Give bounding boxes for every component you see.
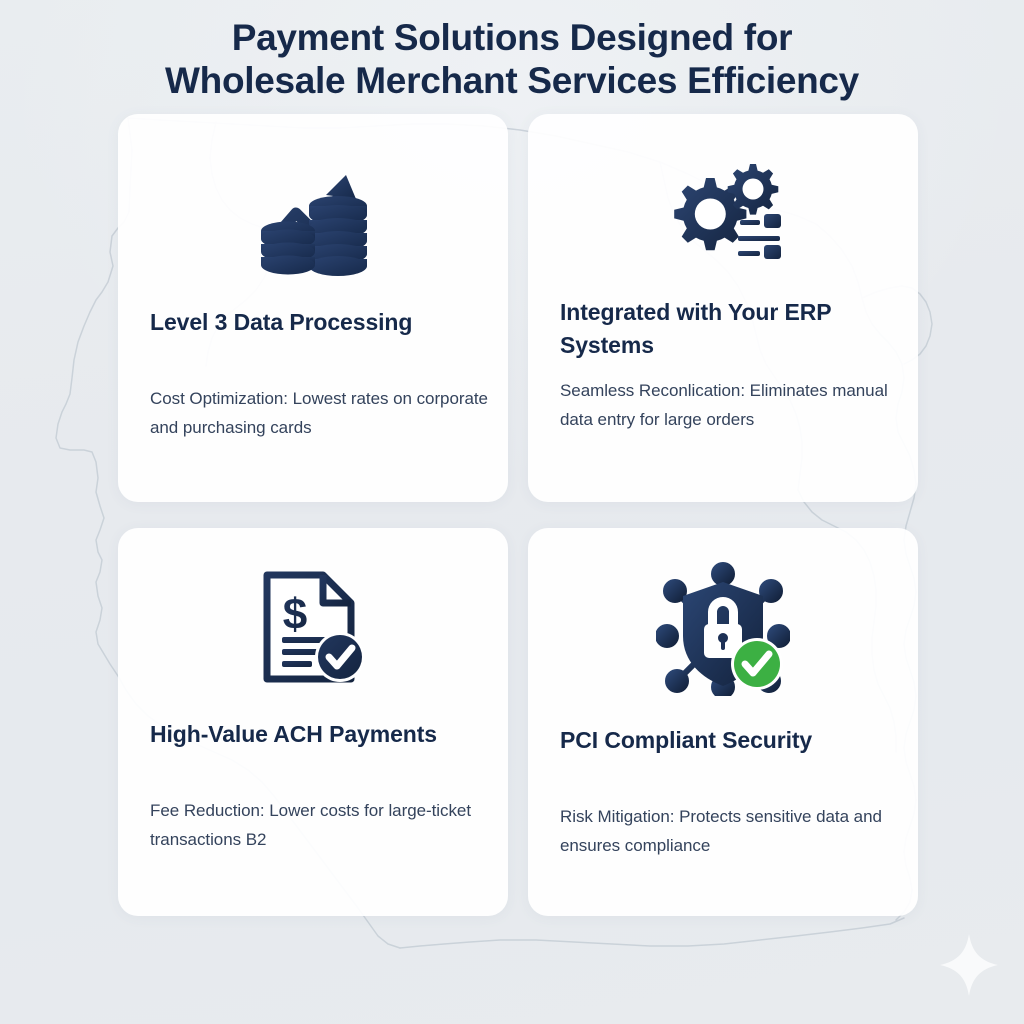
feature-card-grid: Level 3 Data Processing Cost Optimizatio…	[118, 114, 918, 916]
slider-rows	[738, 214, 781, 259]
gear-small	[727, 164, 779, 215]
card-title: PCI Compliant Security	[560, 727, 813, 753]
shield-lock-network-check-icon	[656, 562, 790, 696]
feature-card-pci-security[interactable]: PCI Compliant Security Risk Mitigation: …	[528, 528, 918, 916]
card-body: Fee Reduction: Lower costs for large-tic…	[150, 801, 471, 850]
network-nodes	[656, 562, 790, 696]
four-point-sparkle	[940, 934, 998, 996]
card-body: Risk Mitigation: Protects sensitive data…	[560, 807, 882, 856]
card-icon-slot	[118, 144, 508, 284]
feature-card-erp-integration[interactable]: Integrated with Your ERP Systems Seamles…	[528, 114, 918, 502]
lock-glyph	[704, 597, 742, 658]
card-body: Seamless Reconlication: Eliminates manua…	[560, 381, 888, 430]
card-title: Integrated with Your ERP Systems	[560, 299, 832, 358]
feature-card-level-3-data-processing[interactable]: Level 3 Data Processing Cost Optimizatio…	[118, 114, 508, 502]
gears-settings-icon	[674, 164, 781, 259]
card-title: High-Value ACH Payments	[150, 721, 437, 747]
feature-card-ach-payments[interactable]: $ High-Value ACH Payments Fe	[118, 528, 508, 916]
coin-stack-tall	[309, 196, 367, 276]
coin-stack-short	[261, 221, 315, 275]
coin-stacks-growth-icon	[261, 175, 367, 276]
invoice-dollar-check-icon: $	[263, 571, 365, 683]
card-body: Cost Optimization: Lowest rates on corpo…	[150, 389, 488, 438]
card-title: Level 3 Data Processing	[150, 309, 413, 335]
card-icon-slot: $	[118, 558, 508, 698]
page-title-line-2: Wholesale Merchant Services Efficiency	[165, 60, 859, 102]
gear-large	[674, 178, 747, 251]
card-icon-slot	[528, 144, 918, 284]
check-badge	[315, 632, 365, 682]
check-badge-green	[731, 638, 783, 690]
card-icon-slot	[528, 558, 918, 698]
svg-text:$: $	[283, 590, 307, 639]
page-title-line-1: Payment Solutions Designed for	[231, 17, 793, 58]
page-title: Payment Solutions Designed for Wholesale…	[0, 16, 1024, 103]
